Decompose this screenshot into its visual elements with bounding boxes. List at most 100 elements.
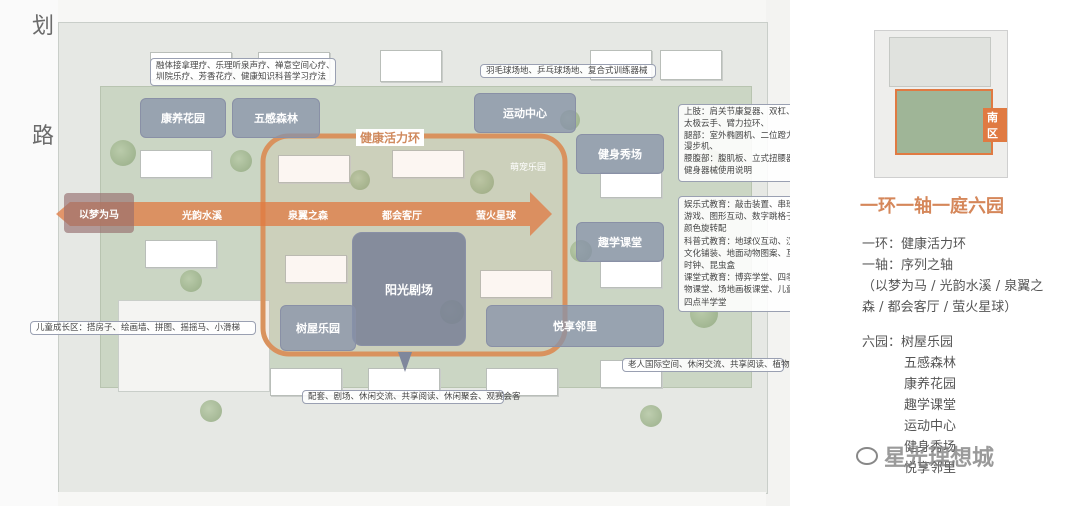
legend-body: 一环：健康活力环 一轴：序列之轴 （以梦为马 / 光韵水溪 / 泉翼之 森 / … <box>862 234 1072 479</box>
garden-quxue: 趣学课堂 <box>576 222 664 262</box>
legend-six-item: 健身秀场 <box>904 440 957 455</box>
garden-kangyang: 康养花园 <box>140 98 226 138</box>
building <box>140 150 212 178</box>
legend-six-item: 趣学课堂 <box>904 398 957 413</box>
ring-label: 健康活力环 <box>356 129 425 146</box>
tree <box>640 405 662 427</box>
axis-band <box>70 192 552 236</box>
building <box>660 50 722 80</box>
note-line: 物课堂、场地画板课堂、儿童舞台、 <box>684 285 790 296</box>
note-line: 儿童成长区：搭房子、绘画墙、拼图、摇摇马、小滑梯 <box>36 323 241 333</box>
building <box>480 270 552 298</box>
watermark: 星光理想城 <box>856 440 994 472</box>
note-line: 健身器械使用说明 <box>684 165 753 176</box>
building <box>380 50 442 82</box>
note-line: 四点半学堂 <box>684 297 727 308</box>
theater-pointer <box>398 352 412 372</box>
axis-stop-guangyunshuixi: 光韵水溪 <box>162 200 242 228</box>
note-line: 配套、剧场、休闲交流、共享阅读、休闲聚会、观赛会客 <box>308 392 521 402</box>
pet-park-label: 萌宠乐园 <box>510 163 547 173</box>
note-line: 文化铺装、地面动物图案、互动 <box>684 248 790 259</box>
garden-label: 悦享邻里 <box>553 320 597 333</box>
note-top-mid: 羽毛球场地、乒乓球场地、复合式训练器械 <box>480 64 656 78</box>
sunshine-theater: 阳光剧场 <box>352 232 466 346</box>
axis-stop-label: 光韵水溪 <box>182 210 222 222</box>
axis-stop-quanyizhisen: 泉翼之森 <box>268 200 348 228</box>
note-line: 上肢：肩关节康复器、双杠、 <box>684 107 790 117</box>
note-line: 课堂式教育：博弈学堂、四季植 <box>684 273 790 284</box>
axis-stop-duhuiketing: 都会客厅 <box>362 200 442 228</box>
legend-title: 一环一轴一庭六园 <box>860 196 1004 217</box>
legend-six-item: 五感森林 <box>904 356 957 371</box>
note-children: 儿童成长区：搭房子、绘画墙、拼图、摇摇马、小滑梯 <box>30 321 256 335</box>
road-left <box>0 0 58 506</box>
tree <box>470 170 494 194</box>
tree <box>350 170 370 190</box>
garden-label: 运动中心 <box>503 107 547 120</box>
legend-six-item: 运动中心 <box>904 419 957 434</box>
garden-label: 康养花园 <box>161 112 205 125</box>
note-line: 游戏、图形互动、数字跳格子、 <box>684 212 790 223</box>
key-map-north <box>889 37 991 87</box>
garden-label: 健身秀场 <box>598 148 642 161</box>
legend-spacer <box>862 318 1072 332</box>
garden-yundong: 运动中心 <box>474 93 576 133</box>
legend-axis-detail: 森 / 都会客厅 / 萤火星球） <box>862 300 1018 315</box>
axis-stop-label: 都会客厅 <box>382 210 422 222</box>
note-line: 娱乐式教育：敲击装置、串珠 <box>684 200 790 210</box>
axis-stop-yimengweima: 以梦为马 <box>64 193 134 233</box>
note-line: 漫步机、 <box>684 142 719 153</box>
garden-jianshen: 健身秀场 <box>576 134 664 174</box>
note-line: 羽毛球场地、乒乓球场地、复合式训练器械 <box>486 66 648 76</box>
axis-stop-label: 泉翼之森 <box>288 210 328 222</box>
building <box>278 155 350 183</box>
building <box>285 255 347 283</box>
south-label: 南区 <box>987 111 998 140</box>
theater-label: 阳光剧场 <box>384 282 433 297</box>
building <box>392 150 464 178</box>
key-map-south-label: 南区 <box>983 108 1007 142</box>
legend-six-head: 六园：树屋乐园 <box>862 335 954 350</box>
tree <box>200 400 222 422</box>
legend-ring: 一环：健康活力环 <box>862 237 967 252</box>
note-line: 圳院乐疗、芳香花疗、健康知识科普学习疗法 <box>156 72 327 82</box>
road-char-mid: 路 <box>32 124 55 149</box>
legend-six-item: 康养花园 <box>904 377 957 392</box>
note-line: 颜色旋转配 <box>684 224 727 235</box>
note-elder: 老人国际空间、休闲交流、共享阅读、植物花艺 <box>622 358 790 372</box>
road-top <box>58 0 766 22</box>
note-bottom: 配套、剧场、休闲交流、共享阅读、休闲聚会、观赛会客 <box>302 390 521 404</box>
note-line: 腰腹部：腹肌板、立式扭腰器 <box>684 154 790 165</box>
axis-stop-label: 以梦为马 <box>79 209 119 221</box>
site-plan: 划 路 健康活力环 以梦为马 光韵水溪 泉翼之森 都会客厅 萤火星球 阳光剧场 <box>0 0 790 506</box>
key-map-south <box>895 89 993 155</box>
note-right-fitness: 上肢：肩关节康复器、双杠、 太极云手、臂力拉环、 腿部：室外椭圆机、二位蹬力器、… <box>678 104 790 182</box>
note-line: 科普式教育：地球仪互动、汉字 <box>684 236 790 247</box>
garden-label: 五感森林 <box>254 112 298 125</box>
note-right-learn: 娱乐式教育：敲击装置、串珠 游戏、图形互动、数字跳格子、 颜色旋转配 科普式教育… <box>678 196 790 312</box>
tree <box>110 140 136 166</box>
building <box>486 368 558 396</box>
tree <box>230 150 252 172</box>
garden-wugan: 五感森林 <box>232 98 320 138</box>
axis-stop-label: 萤火星球 <box>476 210 516 222</box>
note-line: 时钟、昆虫盒 <box>684 261 736 272</box>
legend-axis: 一轴：序列之轴 <box>862 258 954 273</box>
garden-yuexiang: 悦享邻里 <box>486 305 664 347</box>
legend-six-item: 悦享邻里 <box>904 461 957 476</box>
note-line: 太极云手、臂力拉环、 <box>684 118 770 129</box>
tree <box>180 270 202 292</box>
note-line: 腿部：室外椭圆机、二位蹬力器、 <box>684 130 790 141</box>
legend-axis-detail: （以梦为马 / 光韵水溪 / 泉翼之 <box>862 279 1044 294</box>
road-bottom <box>58 492 766 506</box>
watermark-text: 星光理想城 <box>884 446 995 471</box>
wechat-icon <box>856 447 878 465</box>
garden-shuwu: 树屋乐园 <box>280 305 356 351</box>
axis-stop-yinghuoxingqiu: 萤火星球 <box>456 200 536 228</box>
key-map: 南区 <box>874 30 1008 178</box>
building <box>145 240 217 268</box>
garden-label: 树屋乐园 <box>296 322 340 335</box>
note-line: 融体接拿理疗、乐理听泉声疗、禅意空间心疗、 <box>156 61 335 71</box>
note-top-left: 融体接拿理疗、乐理听泉声疗、禅意空间心疗、 圳院乐疗、芳香花疗、健康知识科普学习… <box>150 58 336 86</box>
note-line: 老人国际空间、休闲交流、共享阅读、植物花艺 <box>628 360 790 370</box>
